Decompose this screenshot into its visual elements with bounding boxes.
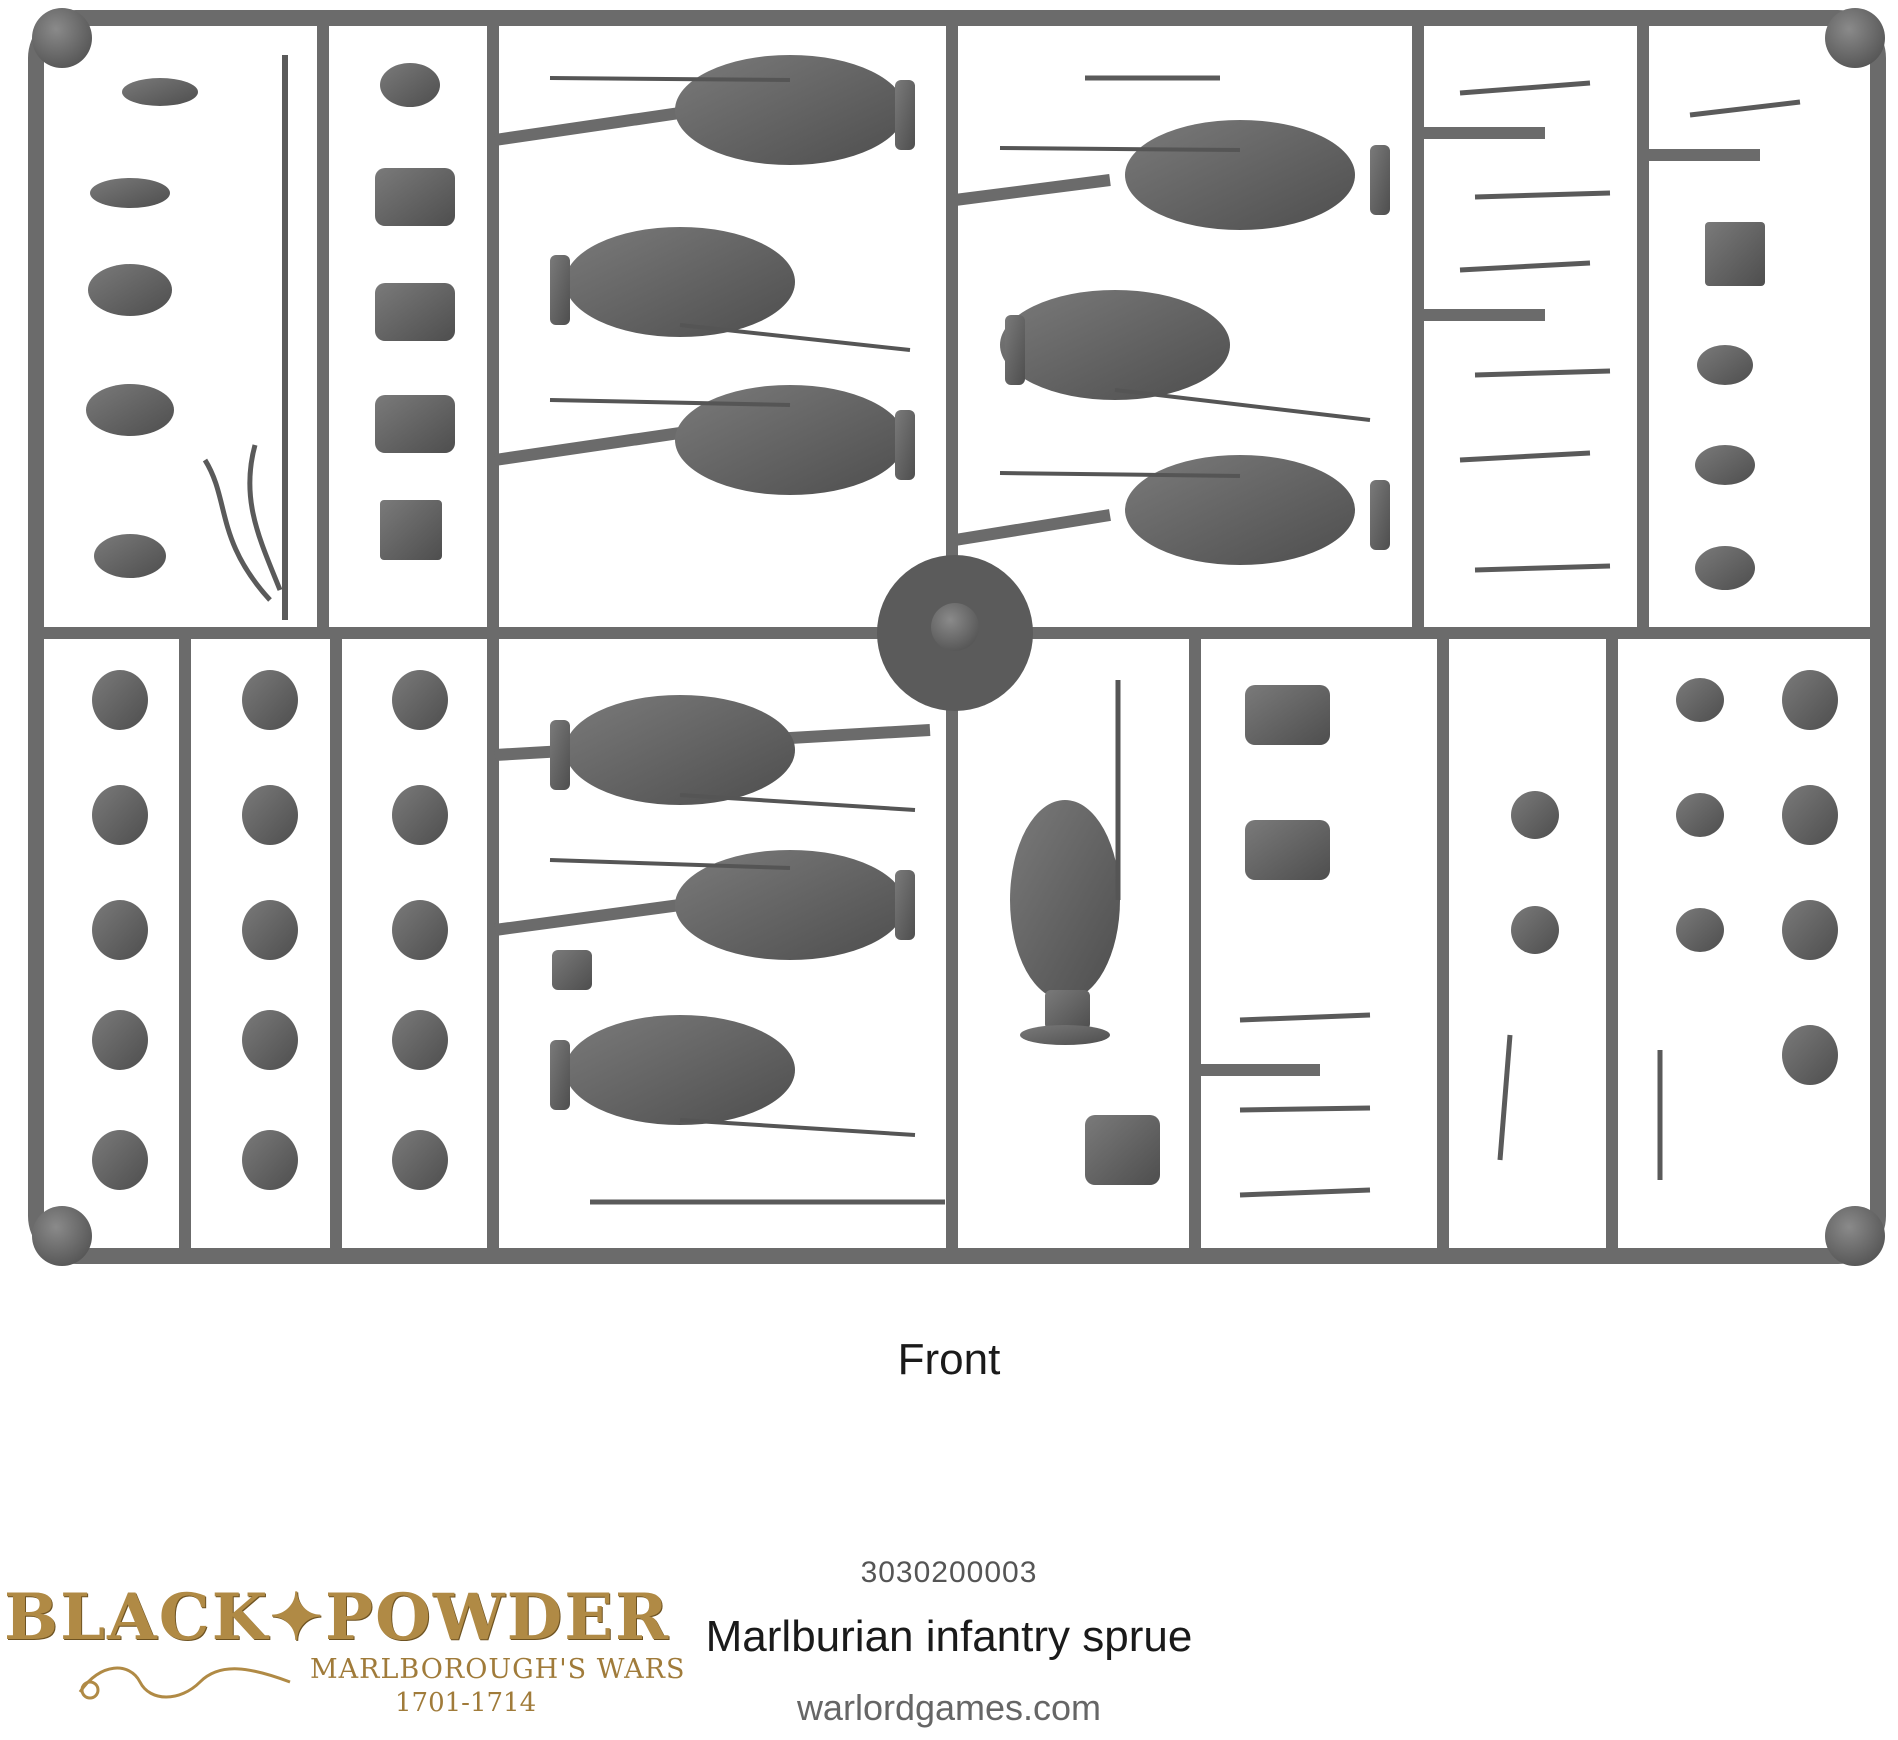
standing-figure: [1010, 680, 1121, 1045]
figure: [550, 227, 911, 352]
hat-parts: [92, 670, 1838, 1190]
sword-parts-top: [1085, 75, 1801, 573]
figure: [999, 455, 1390, 565]
product-code: 3030200003: [860, 1556, 1038, 1589]
figure: [999, 120, 1390, 230]
logo-title: BLACK✦POWDER: [4, 1580, 671, 1655]
figure: [550, 695, 916, 812]
head-parts: [86, 63, 455, 578]
weapons-bottom: [590, 1012, 1663, 1205]
logo-dates: 1701-1714: [395, 1688, 537, 1718]
central-gate: [877, 555, 1033, 711]
sprue-frame: [28, 10, 1886, 1264]
view-label: Front: [897, 1335, 1001, 1384]
flourish-icon: [78, 1666, 291, 1700]
figure: [1000, 290, 1371, 422]
logo-subtitle: MARLBOROUGH'S WARS: [310, 1654, 686, 1685]
accessories-top-right: [1695, 222, 1765, 590]
product-name: Marlburian infantry sprue: [705, 1612, 1193, 1661]
website-url: warlordgames.com: [796, 1687, 1102, 1728]
corner-knobs: [32, 8, 1885, 1266]
figure: [549, 850, 915, 960]
weapons-left: [202, 55, 288, 620]
infantry-figures-bottom: [549, 680, 1330, 1185]
sprue-photo: [28, 8, 1886, 1266]
figure: [549, 385, 915, 495]
infantry-figures-top: [549, 55, 1390, 565]
figure: [550, 1015, 916, 1137]
black-powder-logo: BLACK✦POWDER MARLBOROUGH'S WARS 1701-171…: [0, 1580, 684, 1740]
figure: [549, 55, 915, 165]
